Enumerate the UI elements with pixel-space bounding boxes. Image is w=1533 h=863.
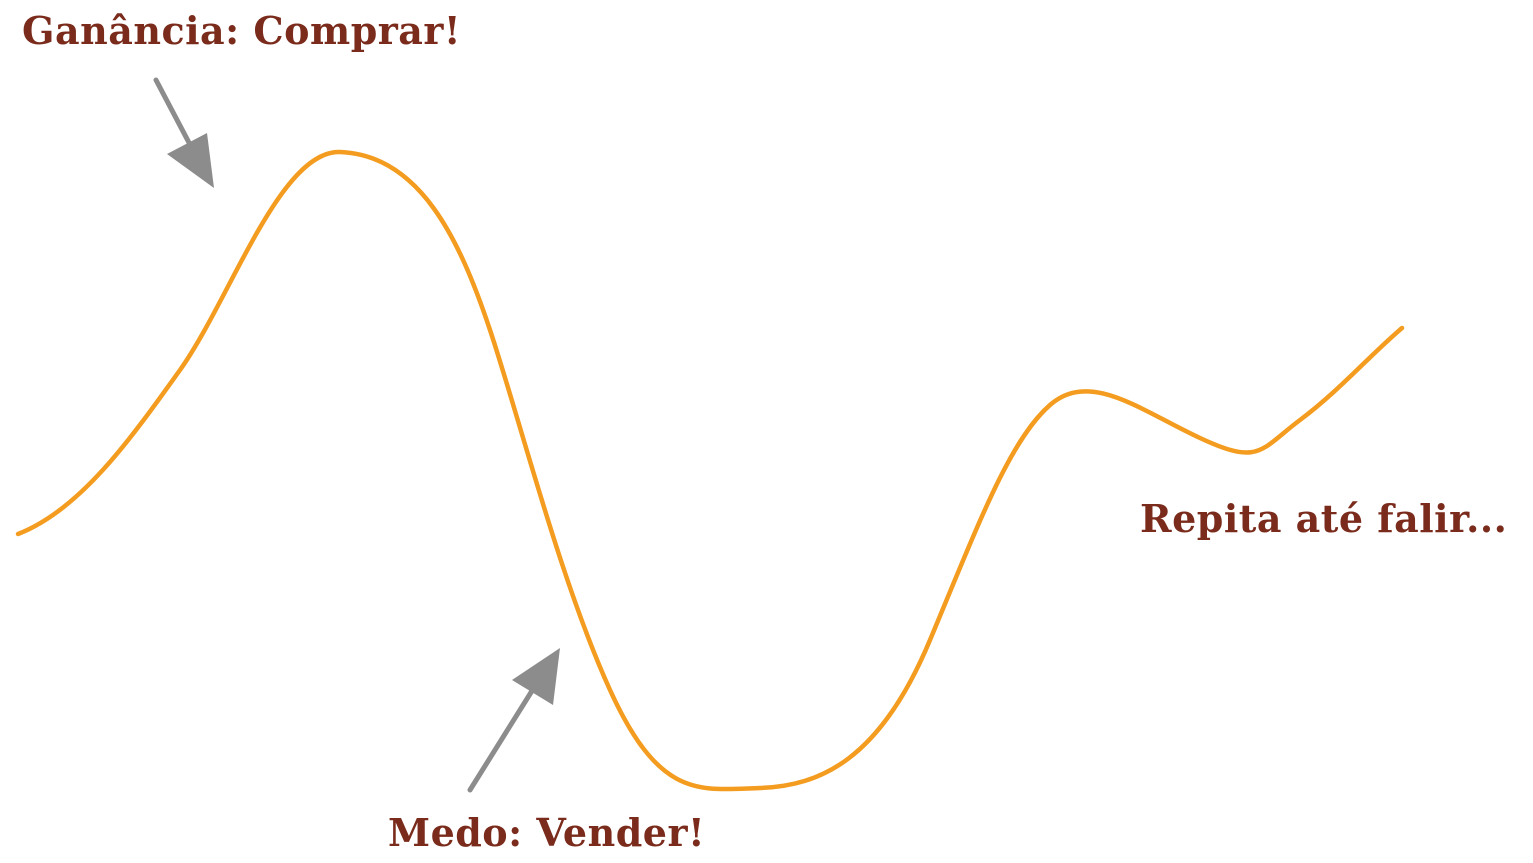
greed-buy-label: Ganância: Comprar!: [22, 8, 462, 53]
fear-sell-label: Medo: Vender!: [388, 810, 706, 855]
price-curve: [15, 149, 1405, 792]
arrow-down-right-icon: [153, 77, 214, 188]
repeat-until-broke-label: Repita até falir...: [1140, 496, 1508, 541]
arrow-up-right-icon: [467, 648, 560, 793]
